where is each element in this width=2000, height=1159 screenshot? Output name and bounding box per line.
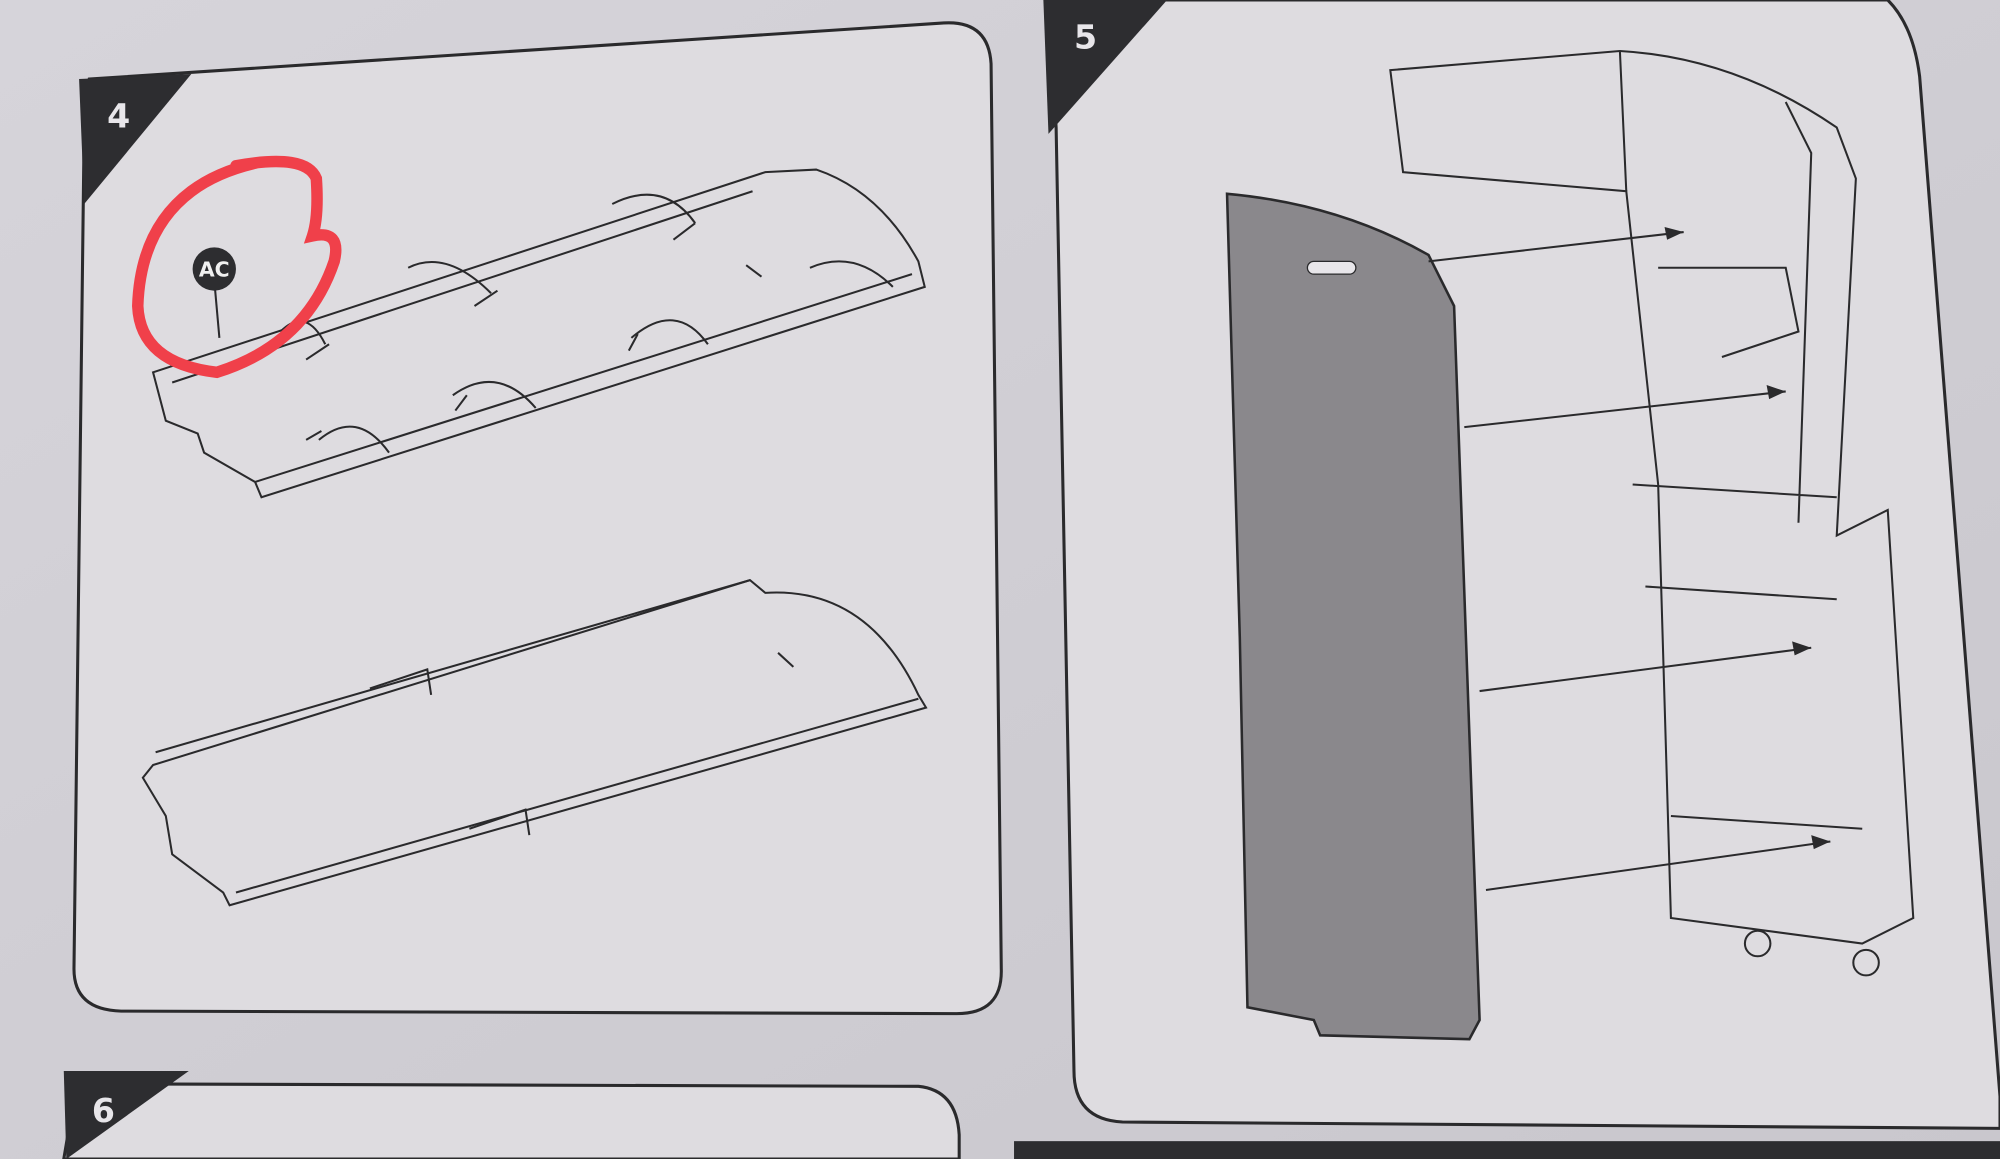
cabinet-frame: [1389, 49, 1915, 977]
next-panel-edge: [1014, 1141, 2000, 1159]
step-5-panel: 5: [1043, 0, 2000, 1130]
step-6-panel: 6: [62, 1071, 961, 1159]
step-4-badge: [79, 73, 192, 205]
assembly-arrows: [1428, 226, 1831, 891]
step-5-number: 5: [1074, 17, 1097, 56]
step-5-badge: [1043, 0, 1168, 134]
ac-callout: AC: [192, 247, 236, 338]
red-highlight-circle: [132, 155, 342, 379]
step-6-number: 6: [92, 1091, 115, 1130]
ac-label: AC: [199, 258, 230, 282]
flat-panel-diagram: [141, 578, 928, 907]
step-4-number: 4: [107, 97, 130, 136]
side-panel-part: [1225, 192, 1481, 1041]
step-4-panel: 4 AC: [72, 21, 1003, 1016]
step-6-badge: [63, 1071, 189, 1159]
